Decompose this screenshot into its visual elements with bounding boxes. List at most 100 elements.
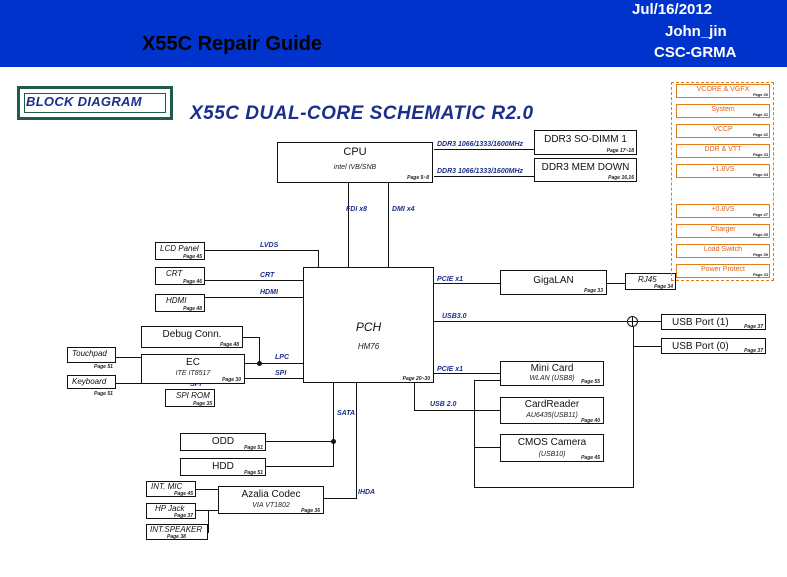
debug-conn-title: Debug Conn. (162, 329, 222, 340)
mini-card-title: Mini Card (530, 363, 574, 374)
usb-port-0-page: Page 37 (744, 348, 763, 354)
ec-sub: ITE IT8517 (175, 370, 211, 377)
wire-debug-drop (259, 337, 260, 363)
usb-port-1-block: USB Port (1) Page 37 (661, 314, 766, 330)
wire-odd (266, 441, 334, 442)
cmos-camera-title: CMOS Camera (517, 437, 587, 448)
spi-rom-block: SPI ROM Page 35 (165, 389, 215, 407)
int-mic-block: INT. MIC Page 45 (146, 481, 196, 497)
wire-fdi (348, 182, 349, 268)
hdd-block: HDD Page 51 (180, 458, 266, 476)
hp-jack-title: HP Jack (155, 504, 185, 513)
crt-block: CRT Page 46 (155, 267, 205, 285)
pch-page: Page 20~30 (402, 376, 430, 382)
wire-usb0 (633, 346, 661, 347)
azalia-codec-title: Azalia Codec (241, 489, 301, 500)
bus-ddr1: DDR3 1066/1333/1600MHz (437, 141, 523, 148)
cardreader-title: CardReader (524, 399, 580, 410)
wire-crt (205, 280, 303, 281)
wire-dmi (388, 182, 389, 268)
bus-hdmi: HDMI (260, 289, 278, 296)
date-label: Jul/16/2012 (632, 1, 713, 18)
junction-lpc (257, 361, 262, 366)
wire-cardreader (474, 410, 500, 411)
rj45-block: RJ45 Page 34 (625, 273, 676, 290)
wire-usb3 (434, 321, 661, 322)
pch-sub: HM76 (357, 342, 380, 351)
pch-title: PCH (355, 320, 382, 334)
odd-title: ODD (211, 436, 235, 447)
wire-camera (474, 447, 500, 448)
bus-lpc: LPC (275, 354, 289, 361)
wire-cpu-ddr1 (434, 149, 534, 150)
bus-dmi: DMI x4 (392, 206, 415, 213)
wire-spi (245, 378, 303, 379)
bus-fdi: FDI x8 (346, 206, 368, 213)
power-charger: Charger Page 38 (676, 224, 770, 238)
rj45-page: Page 34 (654, 284, 673, 290)
int-speaker-block: INT.SPEAKER Page 38 (146, 524, 208, 540)
header-banner (0, 0, 787, 67)
touchpad-page: Page 51 (94, 364, 113, 370)
wire-usb2-spine (474, 380, 475, 488)
block-diagram-badge: BLOCK DIAGRAM (17, 86, 173, 120)
wire-mic (196, 489, 218, 490)
hdmi-title: HDMI (166, 296, 187, 305)
wire-cpu-ddr2 (434, 176, 534, 177)
power-vccp: VCCP Page 32 (676, 124, 770, 138)
wire-keyboard (116, 383, 141, 384)
bus-lvds: LVDS (260, 242, 279, 249)
wire-pcie-lan (434, 283, 500, 284)
wire-usb2-drop (414, 382, 415, 410)
odd-page: Page 51 (244, 445, 263, 451)
keyboard-page: Page 51 (94, 391, 113, 397)
wire-spk-rise (208, 510, 209, 533)
bus-pcie-2: PCIE x1 (437, 366, 464, 373)
pch-block: PCH HM76 Page 20~30 (303, 267, 434, 383)
gigalan-page: Page 33 (584, 288, 603, 294)
wire-sata (333, 382, 334, 466)
cpu-title: CPU (343, 146, 367, 158)
wire-usb-bus (633, 327, 634, 487)
power-system: System Page 31 (676, 104, 770, 118)
spi-rom-title: SPI ROM (176, 391, 210, 400)
power-panel (671, 82, 774, 281)
power-0v8s: +0.8VS Page 37 (676, 204, 770, 218)
lcd-title: LCD Panel (160, 244, 199, 253)
cpu-block: CPU intel IVB/SNB Page 5~8 (277, 142, 433, 183)
cpu-sub: intel IVB/SNB (333, 164, 377, 171)
wire-pcie-mini (434, 373, 500, 374)
hdmi-block: HDMI Page 48 (155, 294, 205, 312)
usb-port-0-title: USB Port (0) (672, 341, 729, 352)
keyboard-title: Keyboard (72, 377, 107, 386)
lcd-block: LCD Panel Page 45 (155, 242, 205, 260)
bus-sata: SATA (337, 410, 356, 417)
bus-crt: CRT (260, 272, 275, 279)
power-ddr-vtt: DDR & VTT Page 33 (676, 144, 770, 158)
mini-card-block: Mini Card WLAN (USB8) Page 55 (500, 361, 604, 386)
guide-title: X55C Repair Guide (142, 33, 323, 55)
usb-port-1-title: USB Port (1) (672, 317, 729, 328)
bus-spi-2: SPI (190, 381, 202, 388)
cmos-camera-page: Page 45 (581, 455, 600, 461)
wire-touchpad (116, 357, 141, 358)
debug-conn-page: Page 48 (220, 342, 239, 348)
crt-page: Page 46 (183, 279, 202, 285)
wire-mini (474, 380, 500, 381)
mini-card-sub: WLAN (USB8) (529, 375, 575, 382)
mini-card-page: Page 55 (581, 379, 600, 385)
azalia-codec-sub: VIA VT1802 (252, 502, 290, 509)
int-mic-title: INT. MIC (151, 482, 183, 491)
cardreader-sub: AU6435(USB11) (526, 412, 578, 419)
usb-port-0-block: USB Port (0) Page 37 (661, 338, 766, 354)
wire-usb-bottom (474, 487, 634, 488)
bus-ihda: IHDA (358, 489, 376, 496)
org-label: CSC-GRMA (654, 44, 737, 61)
ddr-sodimm-page: Page 17~18 (606, 148, 634, 154)
wire-ihda-codec (324, 498, 357, 499)
debug-conn-block: Debug Conn. Page 48 (141, 326, 243, 348)
int-speaker-page: Page 38 (167, 534, 186, 540)
hp-jack-page: Page 37 (174, 513, 193, 519)
int-speaker-title: INT.SPEAKER (150, 525, 203, 534)
wire-lpc (245, 363, 303, 364)
